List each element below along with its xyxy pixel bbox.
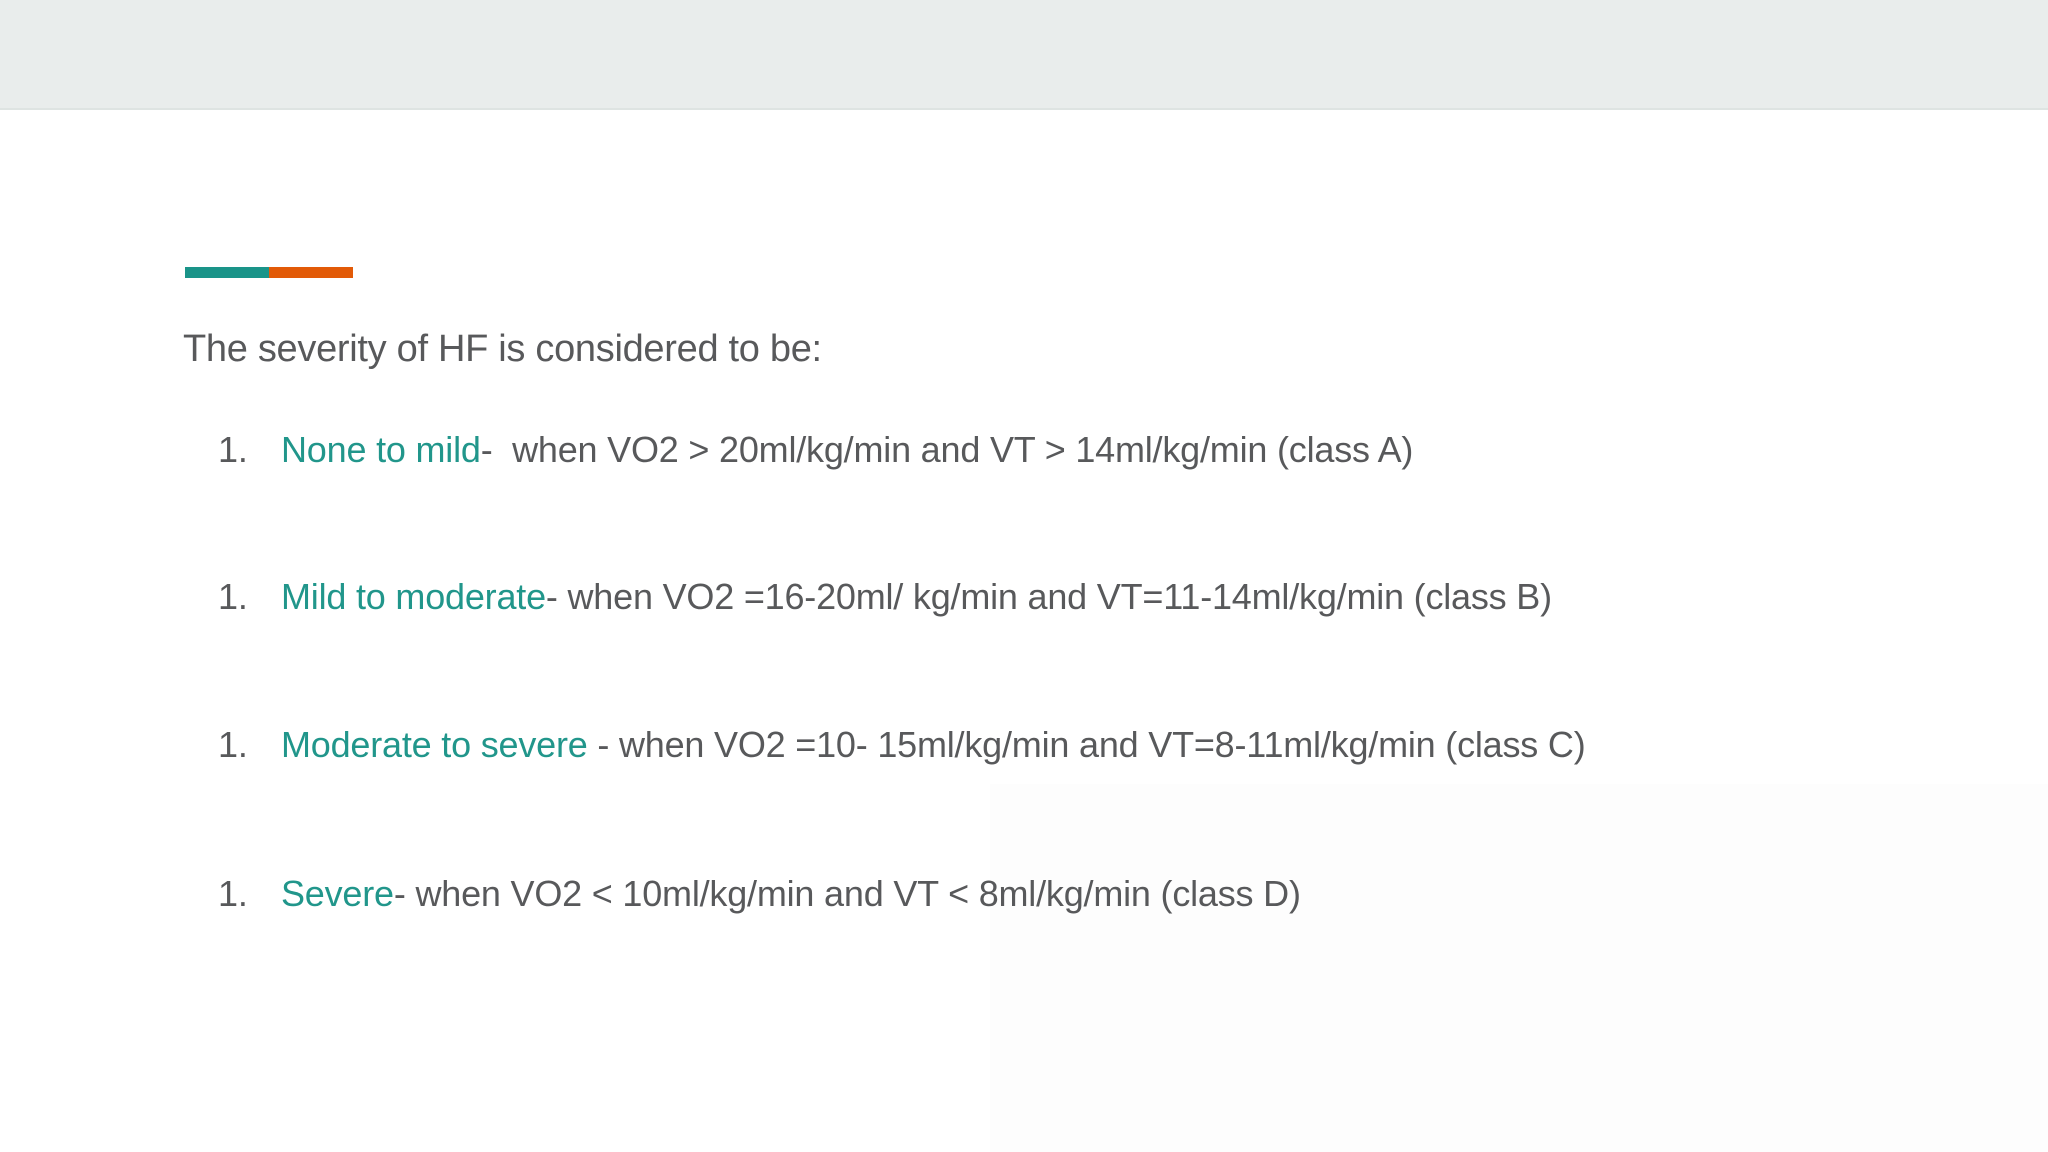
- list-item: 1. Moderate to severe - when VO2 =10- 15m…: [218, 723, 1586, 767]
- item-description: - when VO2 < 10ml/kg/min and VT < 8ml/kg…: [393, 873, 1301, 914]
- item-description: - when VO2 > 20ml/kg/min and VT > 14ml/k…: [480, 429, 1414, 470]
- item-number: 1.: [218, 429, 248, 470]
- list-item: 1. None to mild- when VO2 > 20ml/kg/min a…: [218, 428, 1413, 472]
- item-number: 1.: [218, 873, 248, 914]
- accent-bar-orange-segment: [269, 267, 353, 278]
- list-item: 1. Severe- when VO2 < 10ml/kg/min and VT …: [218, 872, 1301, 916]
- item-number: 1.: [218, 576, 248, 617]
- subtle-shade-region: [990, 784, 2048, 1152]
- accent-bar-teal-segment: [185, 267, 269, 278]
- accent-bar: [185, 267, 353, 278]
- item-description: - when VO2 =16-20ml/ kg/min and VT=11-14…: [545, 576, 1552, 617]
- list-item: 1. Mild to moderate- when VO2 =16-20ml/ k…: [218, 575, 1552, 619]
- severity-label: Moderate to severe: [281, 724, 588, 765]
- header-band: [0, 0, 2048, 110]
- severity-label: None to mild: [281, 429, 481, 470]
- severity-label: Severe: [281, 873, 394, 914]
- severity-label: Mild to moderate: [281, 576, 546, 617]
- slide-title: The severity of HF is considered to be:: [183, 328, 822, 370]
- item-description: - when VO2 =10- 15ml/kg/min and VT=8-11m…: [587, 724, 1586, 765]
- item-number: 1.: [218, 724, 248, 765]
